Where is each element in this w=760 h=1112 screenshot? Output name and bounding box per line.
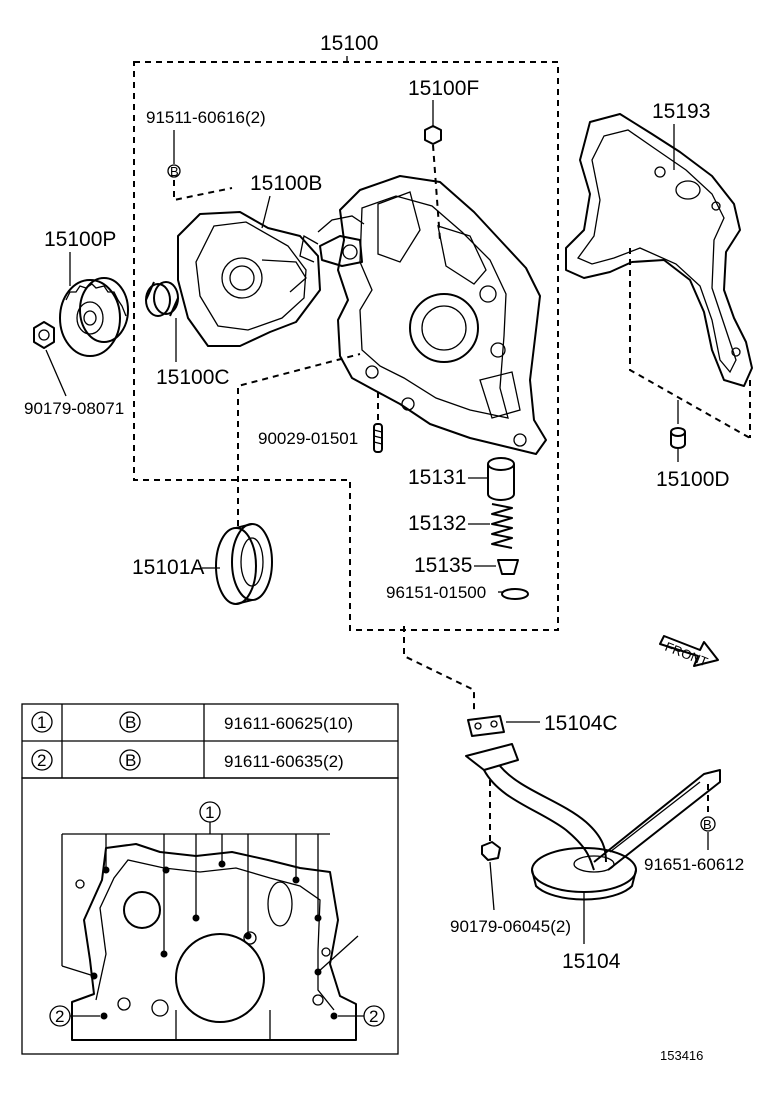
snap-ring-96151 xyxy=(498,588,529,600)
label-91511-60616: 91511-60616(2) xyxy=(146,108,266,127)
label-15100c: 15100C xyxy=(156,366,230,389)
bolt-marker-b-strainer-text: B xyxy=(703,817,712,832)
label-15100: 15100 xyxy=(320,32,378,55)
legend-row-1-part: 91611-60625(10) xyxy=(224,714,353,733)
label-15100f: 15100F xyxy=(408,77,479,100)
label-90029-01501: 90029-01501 xyxy=(258,429,358,448)
legend-row-2-part: 91611-60635(2) xyxy=(224,752,344,771)
front-arrow-icon: FRONT xyxy=(659,635,719,670)
label-91651-60612: 91651-60612 xyxy=(644,855,744,874)
inset-marker-2-right: 2 xyxy=(369,1007,378,1026)
dowel-15100d xyxy=(670,400,686,462)
inset-marker-1: 1 xyxy=(205,803,214,822)
oil-seal-15101a xyxy=(215,353,361,605)
bolt-marker-b-upper-text: B xyxy=(170,164,179,179)
bolt-marker-b-upper: B xyxy=(167,130,233,202)
label-90179-08071: 90179-08071 xyxy=(24,399,124,418)
pulley-15100p xyxy=(59,252,129,357)
label-15100p: 15100P xyxy=(44,228,116,251)
bolt-legend-table: 1 B 91611-60625(10) 2 B 91611-60635(2) xyxy=(21,703,399,779)
label-15131: 15131 xyxy=(408,466,466,489)
pump-body-15100b xyxy=(177,195,321,347)
spring-15132 xyxy=(468,503,513,549)
nut-90179-08071 xyxy=(33,321,67,397)
legend-row-1-symbol: B xyxy=(125,713,136,732)
label-90179-06045: 90179-06045(2) xyxy=(450,917,571,936)
legend-row-1-index: 1 xyxy=(37,713,46,732)
label-15193: 15193 xyxy=(652,100,710,123)
bolt-location-inset: 1 2 xyxy=(21,777,399,1055)
inset-marker-2-left: 2 xyxy=(55,1007,64,1026)
timing-cover-housing xyxy=(299,175,547,455)
seal-15100c xyxy=(145,281,179,362)
assembly-bracket-15100 xyxy=(133,56,559,631)
label-15132: 15132 xyxy=(408,512,466,535)
legend-row-1: 1 B 91611-60625(10) xyxy=(31,711,353,733)
legend-row-2-index: 2 xyxy=(37,751,46,770)
pin-90029-01501 xyxy=(373,392,383,453)
oil-strainer-15104 xyxy=(465,743,721,944)
reference-code: 153416 xyxy=(660,1048,703,1063)
legend-row-2: 2 B 91611-60635(2) xyxy=(31,749,344,771)
label-15100b: 15100B xyxy=(250,172,322,195)
label-15104: 15104 xyxy=(562,950,621,973)
relief-valve-15131 xyxy=(468,457,515,501)
plug-15100f xyxy=(424,100,442,241)
label-15100d: 15100D xyxy=(656,468,730,491)
nut-90179-06045 xyxy=(481,780,501,911)
gasket-15104c xyxy=(467,715,540,737)
label-15135: 15135 xyxy=(414,554,472,577)
bolt-marker-b-strainer: B xyxy=(700,784,716,850)
label-96151-01500: 96151-01500 xyxy=(386,583,486,602)
gasket-15193 xyxy=(565,113,753,439)
legend-row-2-symbol: B xyxy=(125,751,136,770)
retainer-15135 xyxy=(474,559,519,575)
label-15104c: 15104C xyxy=(544,712,618,735)
label-15101a: 15101A xyxy=(132,556,204,579)
